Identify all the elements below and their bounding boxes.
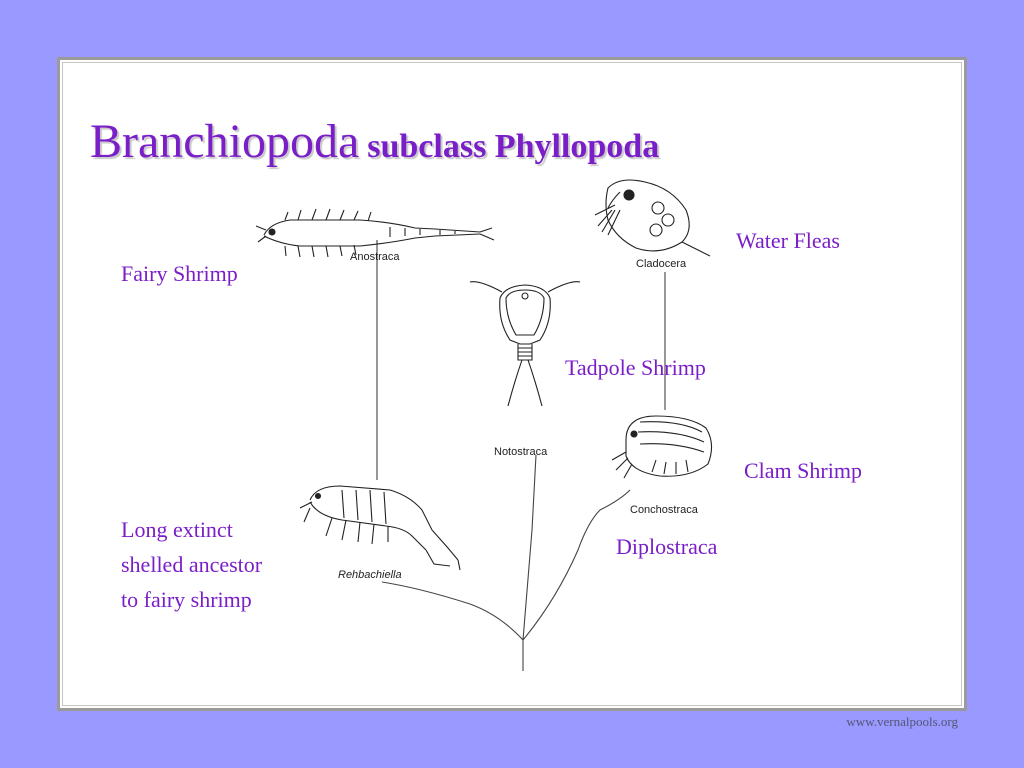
branch-rehbachiella xyxy=(381,581,524,641)
title-main: Branchiopoda xyxy=(90,115,360,168)
notostraca-illustration xyxy=(469,281,581,407)
label-ancestor-line-1: Long extinct xyxy=(121,517,233,542)
label-ancestor: Long extinct shelled ancestor to fairy s… xyxy=(121,512,262,617)
phylogeny-diagram: Anostraca Cladocera Notostraca xyxy=(255,179,713,671)
label-ancestor-line-3: to fairy shrimp xyxy=(121,587,252,612)
label-fairy-shrimp: Fairy Shrimp xyxy=(121,261,238,286)
label-diplostraca: Diplostraca xyxy=(616,534,718,559)
tree-lines xyxy=(376,240,666,671)
cladocera-illustration xyxy=(594,179,711,257)
caption-conchostraca: Conchostraca xyxy=(630,504,699,516)
label-clam-shrimp: Clam Shrimp xyxy=(744,458,862,483)
anostraca-illustration xyxy=(255,208,495,258)
label-water-fleas: Water Fleas xyxy=(736,228,840,253)
caption-anostraca: Anostraca xyxy=(350,251,400,263)
title-sub: subclass Phyllopoda xyxy=(367,128,660,165)
branch-diplostraca xyxy=(522,489,631,671)
rehbachiella-illustration xyxy=(299,485,461,571)
label-ancestor-line-2: shelled ancestor xyxy=(121,552,263,577)
branch-notostraca xyxy=(522,454,537,641)
conchostraca-illustration xyxy=(611,415,713,479)
source-credit: www.vernalpools.org xyxy=(846,714,958,729)
caption-rehbachiella: Rehbachiella xyxy=(338,569,402,581)
caption-cladocera: Cladocera xyxy=(636,258,687,270)
caption-notostraca: Notostraca xyxy=(494,446,548,458)
label-tadpole-shrimp: Tadpole Shrimp xyxy=(565,355,706,380)
